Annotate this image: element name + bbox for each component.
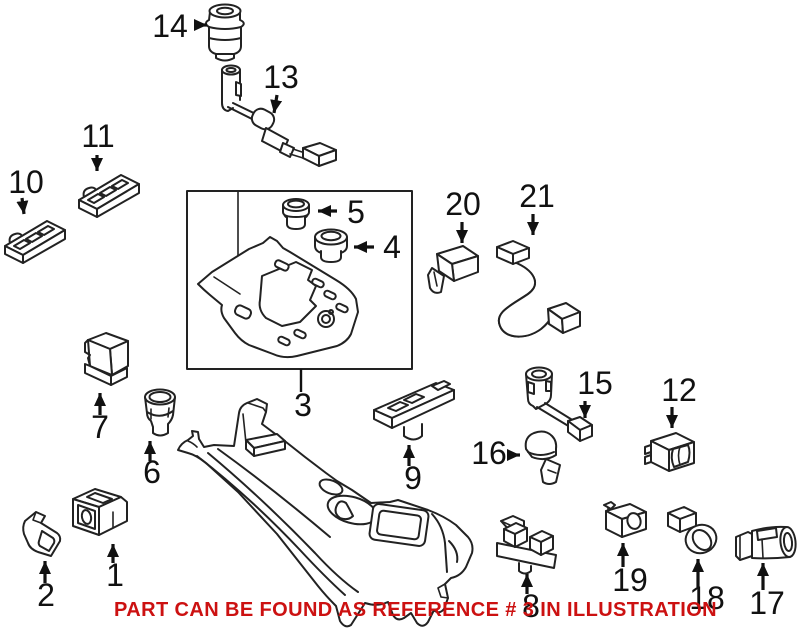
callout-14-label: 14 — [152, 8, 188, 44]
part-5-drawing — [282, 198, 310, 230]
part-15-drawing — [525, 366, 593, 442]
part-16-drawing — [524, 430, 561, 485]
callout-3-label: 3 — [294, 387, 312, 423]
callout-13-label: 13 — [263, 59, 299, 95]
part-18-drawing — [667, 506, 718, 555]
part-12-drawing — [644, 432, 695, 472]
callout-arrows — [16, 19, 769, 594]
callout-20-label: 20 — [445, 186, 481, 222]
callout-12-label: 12 — [661, 372, 697, 408]
callout-9-label: 9 — [404, 460, 422, 496]
part-1-drawing — [72, 488, 128, 536]
callout-15-label: 15 — [577, 365, 613, 401]
part-17-drawing — [735, 525, 797, 561]
callout-19-label: 19 — [612, 562, 648, 598]
part-6-drawing — [144, 388, 176, 437]
callout-2-label: 2 — [37, 577, 55, 613]
part-7-drawing — [84, 332, 129, 386]
callout-18-label: 18 — [689, 580, 725, 616]
part-2-drawing — [22, 511, 62, 557]
part-3-box — [186, 190, 413, 370]
part-11-drawing — [78, 174, 140, 218]
callout-17-label: 17 — [749, 585, 785, 621]
part-13-drawing — [221, 64, 337, 167]
part-9-drawing — [373, 380, 455, 441]
callout-21-label: 21 — [519, 178, 555, 214]
callout-5-label: 5 — [347, 194, 365, 230]
callout-10-arrow — [16, 197, 29, 215]
callout-7-label: 7 — [91, 409, 109, 445]
part-14-drawing — [205, 3, 245, 62]
center-console-drawing — [177, 398, 474, 628]
part-21-drawing — [496, 240, 581, 338]
callout-6-label: 6 — [143, 454, 161, 490]
part-20-drawing — [427, 245, 479, 294]
part-19-drawing — [603, 501, 647, 538]
callout-labels: 1 2 3 4 5 6 7 8 9 10 11 12 13 14 15 16 1… — [8, 8, 785, 624]
callout-1-label: 1 — [106, 557, 124, 593]
callout-13-arrow — [270, 94, 283, 114]
reference-note: PART CAN BE FOUND AS REFERENCE # 3 IN IL… — [114, 599, 717, 621]
part-8-drawing — [496, 515, 557, 575]
callout-10-label: 10 — [8, 164, 44, 200]
callout-4-label: 4 — [383, 229, 401, 265]
callout-11-label: 11 — [81, 118, 114, 154]
callout-16-label: 16 — [471, 435, 507, 471]
part-10-drawing — [4, 220, 66, 264]
part-4-drawing — [314, 228, 348, 263]
callout-8-label: 8 — [522, 588, 540, 624]
